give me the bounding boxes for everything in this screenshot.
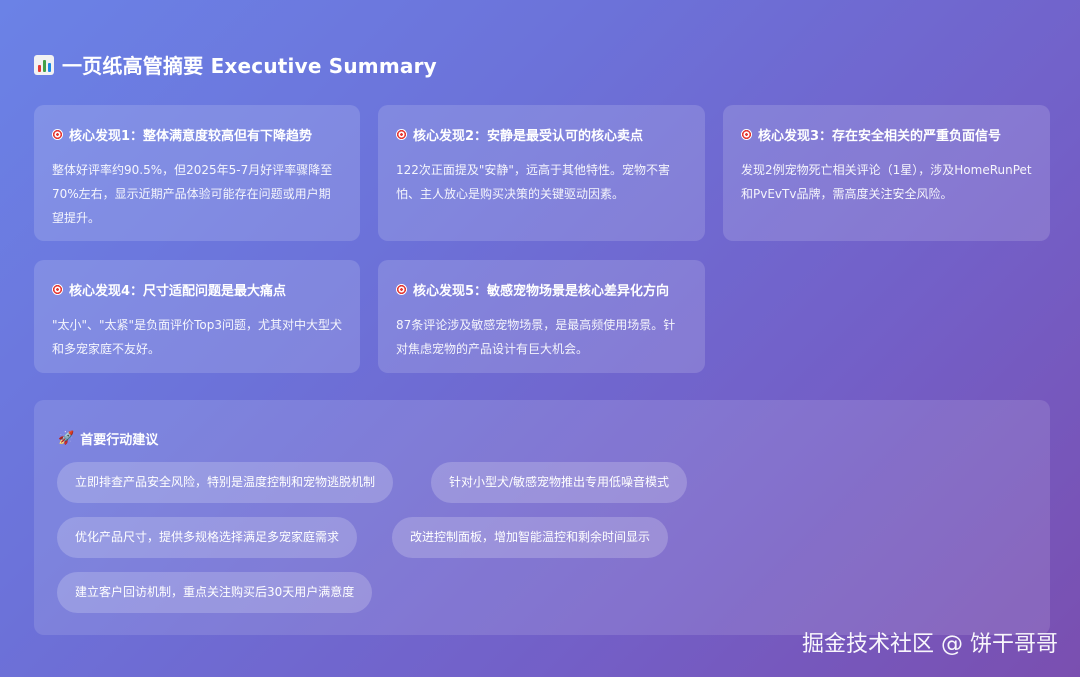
finding-title: 核心发现2：安静是最受认可的核心卖点 (413, 129, 644, 144)
target-icon (741, 129, 752, 140)
finding-title: 核心发现5：敏感宠物场景是核心差异化方向 (413, 284, 670, 299)
bar-chart-icon (34, 54, 54, 75)
finding-card-2: 核心发现2：安静是最受认可的核心卖点 122次正面提及"安静"，远高于其他特性。… (378, 105, 705, 241)
page-title-text: 一页纸高管摘要 Executive Summary (62, 54, 437, 78)
watermark: 掘金技术社区 @ 饼干哥哥 (802, 632, 1058, 657)
finding-title: 核心发现1：整体满意度较高但有下降趋势 (69, 129, 313, 144)
finding-card-3: 核心发现3：存在安全相关的严重负面信号 发现2例宠物死亡相关评论（1星），涉及H… (723, 105, 1050, 241)
action-pill: 建立客户回访机制，重点关注购买后30天用户满意度 (57, 572, 373, 613)
finding-body: 发现2例宠物死亡相关评论（1星），涉及HomeRunPet和PvEvTv品牌，需… (741, 163, 1032, 201)
target-icon (52, 284, 63, 295)
finding-body: 122次正面提及"安静"，远高于其他特性。宠物不害怕、主人放心是购买决策的关键驱… (396, 163, 670, 201)
actions-title: 首要行动建议 (80, 433, 159, 448)
rocket-icon: 🚀 (58, 431, 75, 446)
finding-title: 核心发现3：存在安全相关的严重负面信号 (758, 129, 1002, 144)
action-recommendations-panel: 🚀 首要行动建议 立即排查产品安全风险，特别是温度控制和宠物逃脱机制 针对小型犬… (34, 400, 1050, 635)
finding-title: 核心发现4：尺寸适配问题是最大痛点 (69, 284, 287, 299)
page-title: 一页纸高管摘要 Executive Summary (34, 50, 437, 79)
finding-card-5: 核心发现5：敏感宠物场景是核心差异化方向 87条评论涉及敏感宠物场景，是最高频使… (378, 260, 705, 373)
finding-card-4: 核心发现4：尺寸适配问题是最大痛点 "太小"、"太紧"是负面评价Top3问题，尤… (34, 260, 360, 373)
finding-body: 87条评论涉及敏感宠物场景，是最高频使用场景。针对焦虑宠物的产品设计有巨大机会。 (396, 318, 676, 356)
action-pill: 改进控制面板，增加智能温控和剩余时间显示 (392, 517, 669, 558)
target-icon (52, 129, 63, 140)
target-icon (396, 284, 407, 295)
finding-body: 整体好评率约90.5%，但2025年5-7月好评率骤降至70%左右，显示近期产品… (52, 163, 333, 225)
target-icon (396, 129, 407, 140)
action-pill: 针对小型犬/敏感宠物推出专用低噪音模式 (431, 462, 688, 503)
action-pill: 优化产品尺寸，提供多规格选择满足多宠家庭需求 (57, 517, 358, 558)
finding-body: "太小"、"太紧"是负面评价Top3问题，尤其对中大型犬和多宠家庭不友好。 (52, 318, 342, 356)
action-pill: 立即排查产品安全风险，特别是温度控制和宠物逃脱机制 (57, 462, 394, 503)
actions-heading: 🚀 首要行动建议 (58, 429, 158, 448)
finding-card-1: 核心发现1：整体满意度较高但有下降趋势 整体好评率约90.5%，但2025年5-… (34, 105, 360, 241)
